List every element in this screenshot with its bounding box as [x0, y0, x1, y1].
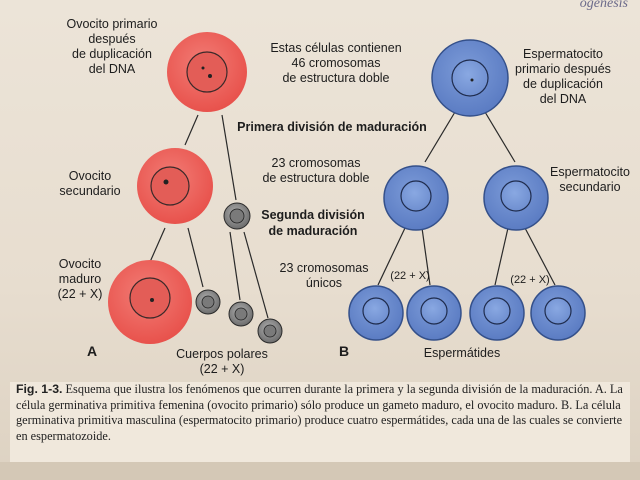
meiosis-diagram: Ovocito primario después de duplicación …	[58, 17, 630, 376]
svg-text:del DNA: del DNA	[89, 62, 136, 76]
svg-text:de duplicación: de duplicación	[523, 77, 603, 91]
polar-body	[195, 289, 221, 315]
label-haploid-left: (22 + X)	[390, 270, 429, 282]
espermatide-cell	[530, 285, 586, 341]
caption-text: Esquema que ilustra los fenómenos que oc…	[16, 382, 623, 443]
svg-text:Ovocito: Ovocito	[59, 257, 101, 271]
svg-text:Espermatocito: Espermatocito	[523, 47, 603, 61]
label-ovocito-secundario: Ovocito secundario	[59, 169, 120, 198]
label-ovocito-primario: Ovocito primario después de duplicación …	[67, 17, 158, 76]
svg-text:de duplicación: de duplicación	[72, 47, 152, 61]
ovocito-secundario-cell	[137, 148, 213, 224]
svg-text:después: después	[88, 32, 135, 46]
svg-text:secundario: secundario	[559, 180, 620, 194]
svg-text:Ovocito primario: Ovocito primario	[67, 17, 158, 31]
oogenesis-lines	[149, 114, 269, 319]
running-head: ogenesis	[579, 0, 628, 11]
svg-text:(22 + X): (22 + X)	[58, 287, 103, 301]
svg-text:Cuerpos polares: Cuerpos polares	[176, 347, 268, 361]
ovocito-maduro-cell	[108, 260, 192, 344]
svg-text:Ovocito: Ovocito	[69, 169, 111, 183]
figure-caption: Fig. 1-3. Esquema que ilustra los fenóme…	[10, 382, 630, 462]
espermatide-cell	[406, 285, 462, 341]
svg-text:23 cromosomas: 23 cromosomas	[280, 261, 369, 275]
espermatocito-secundario-cell	[483, 165, 549, 231]
label-primera-division: Primera división de maduración	[237, 120, 427, 134]
espermatide-cell	[348, 285, 404, 341]
panel-label-a: A	[87, 343, 97, 359]
label-23-cromosomas-unicos: 23 cromosomas únicos	[280, 261, 369, 290]
svg-text:(22 + X): (22 + X)	[200, 362, 245, 376]
page-header: ogenesis	[0, 0, 640, 16]
svg-text:secundario: secundario	[59, 184, 120, 198]
label-ovocito-maduro: Ovocito maduro (22 + X)	[58, 257, 103, 301]
polar-body	[228, 301, 254, 327]
page-footer	[0, 462, 640, 480]
svg-text:Estas células contienen: Estas células contienen	[270, 41, 401, 55]
label-espermatocito-secundario: Espermatocito secundario	[550, 165, 630, 194]
svg-text:23 cromosomas: 23 cromosomas	[272, 156, 361, 170]
espermatocito-primario-cell	[431, 39, 509, 117]
svg-text:Segunda división: Segunda división	[261, 208, 365, 222]
svg-text:de estructura doble: de estructura doble	[282, 71, 389, 85]
spermatogenesis-lines	[377, 111, 556, 286]
espermatide-cell	[469, 285, 525, 341]
svg-text:46 cromosomas: 46 cromosomas	[292, 56, 381, 70]
ovocito-primario-cell	[167, 32, 247, 112]
espermatocito-secundario-cell	[383, 165, 449, 231]
label-espermatocito-primario: Espermatocito primario después de duplic…	[515, 47, 611, 106]
svg-text:de maduración: de maduración	[269, 224, 358, 238]
svg-text:primario después: primario después	[515, 62, 611, 76]
caption-fig-number: Fig. 1-3.	[16, 382, 63, 396]
svg-text:de estructura doble: de estructura doble	[262, 171, 369, 185]
label-espermatides: Espermátides	[424, 346, 500, 360]
svg-text:Espermatocito: Espermatocito	[550, 165, 630, 179]
panel-label-b: B	[339, 343, 349, 359]
svg-text:únicos: únicos	[306, 276, 342, 290]
polar-body	[257, 318, 283, 344]
label-23-cromosomas-doble: 23 cromosomas de estructura doble	[262, 156, 369, 185]
svg-text:del DNA: del DNA	[540, 92, 587, 106]
label-haploid-right: (22 + X)	[510, 274, 549, 286]
label-cuerpos-polares: Cuerpos polares (22 + X)	[176, 347, 268, 376]
svg-text:maduro: maduro	[59, 272, 101, 286]
polar-body-first	[223, 202, 251, 230]
label-segunda-division: Segunda división de maduración	[261, 208, 365, 238]
label-46-cromosomas: Estas células contienen 46 cromosomas de…	[270, 41, 401, 85]
